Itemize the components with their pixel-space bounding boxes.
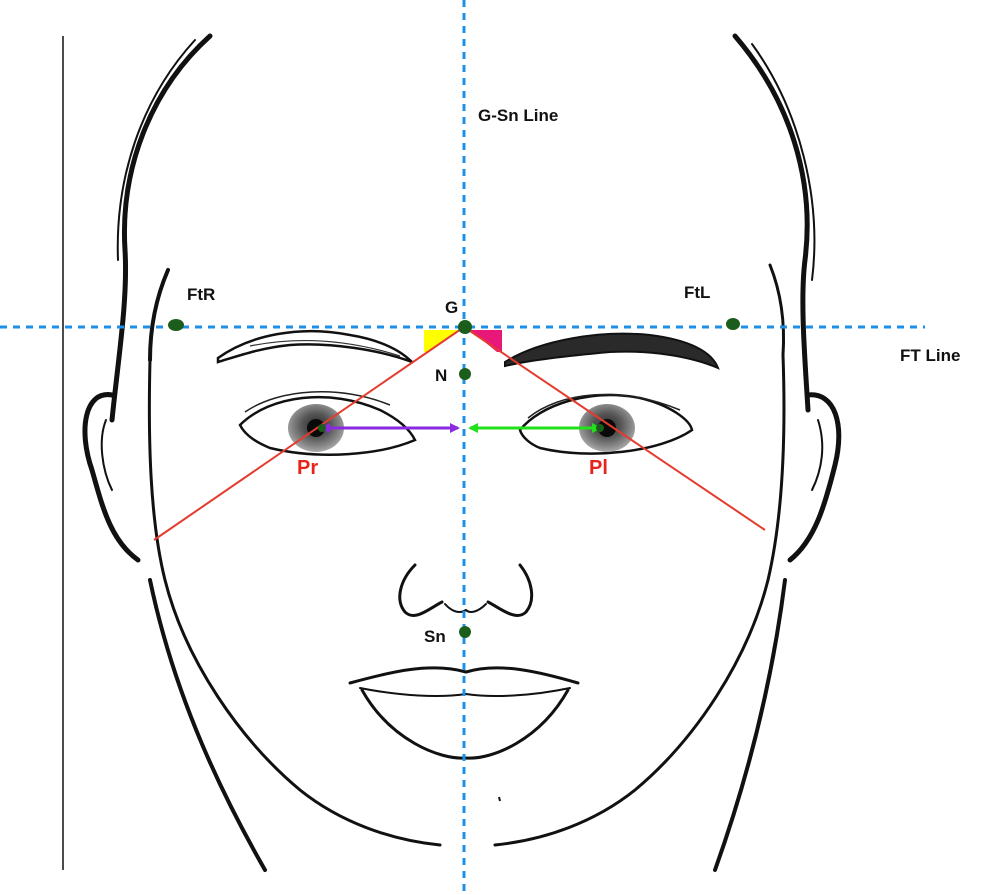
g-sn-line-label: G-Sn Line [478, 106, 558, 125]
g-label: G [445, 298, 458, 317]
g-point [458, 320, 472, 334]
right-angle-marker [424, 330, 458, 352]
pl-point [596, 424, 604, 432]
sn-point [459, 626, 471, 638]
left-eye [520, 394, 692, 453]
ftr-label: FtR [187, 285, 215, 304]
sn-label: Sn [424, 627, 446, 646]
ftl-point [726, 318, 740, 330]
right-pupil-line [154, 327, 464, 540]
ft-line-label: FT Line [900, 346, 960, 365]
pr-label: Pr [297, 457, 318, 479]
right-eye [240, 392, 415, 455]
n-point [459, 368, 471, 380]
ftr-point [168, 319, 184, 331]
stray-mark [499, 797, 500, 801]
right-eyebrow [218, 331, 412, 362]
pl-label: Pl [589, 457, 608, 479]
n-label: N [435, 366, 447, 385]
face-outline [85, 36, 839, 870]
pr-point [318, 424, 326, 432]
left-eyebrow [505, 334, 718, 368]
ftl-label: FtL [684, 283, 710, 302]
